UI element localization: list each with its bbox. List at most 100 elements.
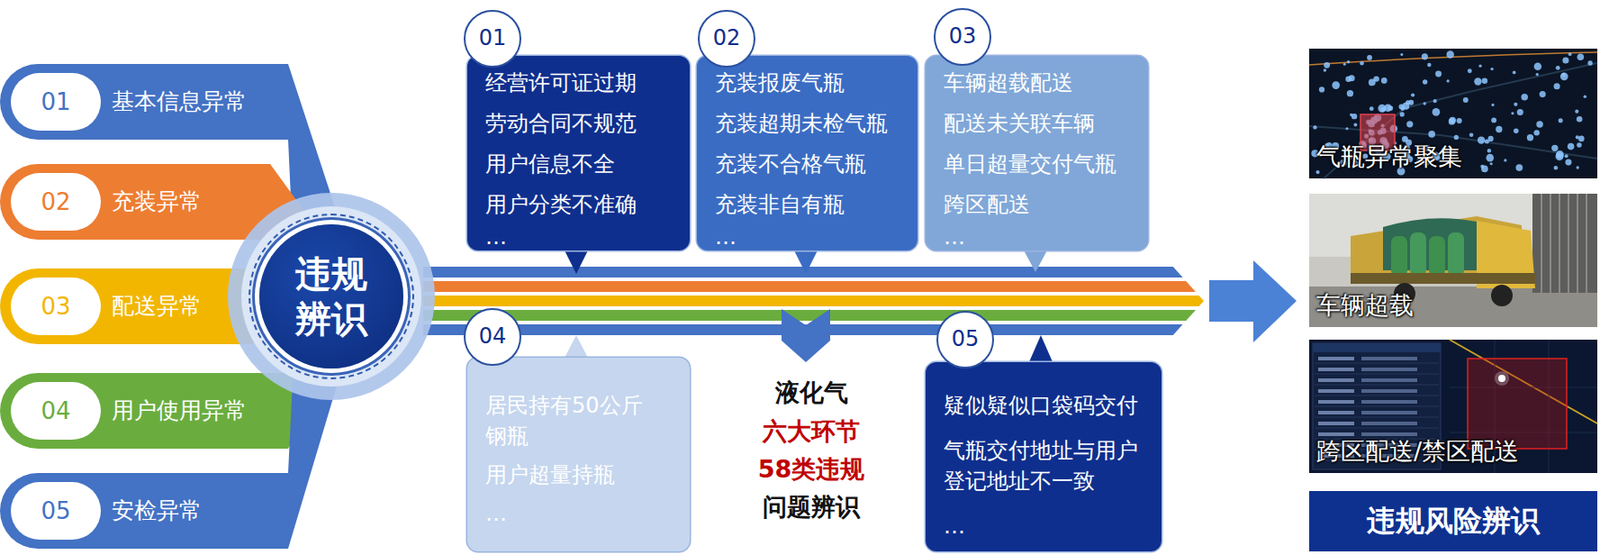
panel-caption: 气瓶异常聚集 xyxy=(1316,140,1463,173)
gas-cylinder xyxy=(1410,232,1427,277)
restricted-zone xyxy=(1467,358,1567,449)
map-dot xyxy=(1319,86,1325,92)
map-dot xyxy=(1551,144,1558,152)
callout-item: 用户信息不全 xyxy=(485,144,674,185)
map-dot xyxy=(1555,65,1561,71)
result-box: 违规风险辨识 xyxy=(1309,490,1598,552)
callout-number: 03 xyxy=(933,8,992,66)
callout-item: … xyxy=(943,510,1146,542)
map-dot xyxy=(1513,102,1518,107)
row-bar xyxy=(1318,399,1355,404)
map-dot xyxy=(1517,108,1524,116)
callout-item: 充装超期未检气瓶 xyxy=(714,103,902,145)
photo-gate xyxy=(1532,193,1598,293)
map-dot xyxy=(1433,99,1438,103)
hub-title: 违规 辨识 xyxy=(286,251,377,342)
callout-item: … xyxy=(485,225,674,249)
map-dot xyxy=(1576,165,1580,169)
map-dot xyxy=(1478,64,1482,68)
map-dot xyxy=(1495,126,1502,133)
callout-number: 02 xyxy=(697,9,756,68)
row-bar xyxy=(1361,388,1418,393)
vehicle-marker xyxy=(1498,374,1506,382)
row-bar xyxy=(1361,367,1418,371)
table-row xyxy=(1314,367,1439,374)
center-label: 问题辨识 xyxy=(712,491,911,523)
callout-item: 劳动合同不规范 xyxy=(485,103,674,145)
callout-item: 经营许可证过期 xyxy=(485,63,674,104)
category-number: 02 xyxy=(10,172,101,231)
row-bar xyxy=(1318,378,1355,382)
map-dot xyxy=(1490,67,1493,71)
map-dot xyxy=(1343,63,1347,66)
map-dot xyxy=(1574,109,1579,114)
map-dot xyxy=(1345,126,1348,130)
map-dot xyxy=(1554,165,1559,171)
map-dot xyxy=(1560,72,1569,81)
table-row xyxy=(1314,356,1439,363)
map-dot xyxy=(1578,135,1585,143)
callout-box: 05疑似疑似口袋码交付气瓶交付地址与用户 登记地址不一致… xyxy=(925,361,1162,552)
category-number: 04 xyxy=(10,381,101,440)
map-dot xyxy=(1400,111,1405,117)
table-row xyxy=(1314,410,1439,417)
map-dot xyxy=(1513,128,1519,135)
row-bar xyxy=(1318,367,1355,371)
ui-background xyxy=(1309,339,1598,473)
center-label: 六大环节 xyxy=(712,415,911,447)
category-label: 用户使用异常 xyxy=(111,372,247,449)
map-dot xyxy=(1536,120,1544,128)
map-dot xyxy=(1408,99,1414,106)
category-band: 02充装异常 xyxy=(0,163,271,240)
callout-item: 用户分类不准确 xyxy=(485,184,674,226)
gas-cylinder xyxy=(1391,235,1408,277)
callout-item: 单日超量交付气瓶 xyxy=(943,144,1132,185)
map-dot xyxy=(1487,148,1492,153)
row-bar xyxy=(1318,432,1355,436)
table-row xyxy=(1314,378,1439,385)
table-row xyxy=(1314,421,1439,428)
map-dot xyxy=(1377,104,1386,113)
photo-background xyxy=(1309,193,1598,327)
map-dot xyxy=(1331,81,1340,90)
map-dot xyxy=(1567,143,1575,151)
map-dot xyxy=(1349,113,1353,117)
category-band: 04用户使用异常 xyxy=(0,372,289,449)
panel-caption: 跨区配送/禁区配送 xyxy=(1316,434,1519,468)
callout-item: 居民持有50公斤 钢瓶 xyxy=(485,389,674,452)
map-dot xyxy=(1481,165,1489,173)
flow-stripe xyxy=(423,280,1196,292)
flow-stripe xyxy=(423,266,1184,278)
map-dot xyxy=(1421,53,1429,60)
row-bar xyxy=(1361,432,1418,436)
funnel-connector xyxy=(288,357,343,549)
row-line xyxy=(1314,427,1439,429)
map-dot xyxy=(1410,92,1415,97)
flow-stripe xyxy=(423,295,1204,307)
row-line xyxy=(1314,373,1439,375)
map-dot xyxy=(1533,129,1539,136)
row-bar xyxy=(1361,378,1418,382)
gas-cylinder xyxy=(1447,232,1465,277)
map-dot xyxy=(1423,101,1427,105)
callout-tail xyxy=(793,248,819,274)
hub-circle: 违规 辨识 xyxy=(259,224,404,369)
callout-number: 04 xyxy=(463,307,522,366)
row-bar xyxy=(1318,421,1355,425)
table-row xyxy=(1314,388,1439,396)
callout-tail xyxy=(1028,334,1054,364)
map-dot xyxy=(1576,116,1583,123)
map-dot xyxy=(1562,56,1569,64)
map-dot xyxy=(1568,52,1573,56)
map-dot xyxy=(1366,54,1373,61)
map-dot xyxy=(1534,63,1543,72)
row-line xyxy=(1314,362,1439,364)
map-dot xyxy=(1401,135,1409,143)
center-label: 58类违规 xyxy=(712,453,911,485)
row-bar xyxy=(1318,356,1355,361)
map-dot xyxy=(1467,68,1473,73)
map-dot xyxy=(1503,158,1507,162)
row-line xyxy=(1314,416,1439,418)
vehicle-bed xyxy=(1350,272,1536,284)
category-label: 安检异常 xyxy=(111,472,202,549)
